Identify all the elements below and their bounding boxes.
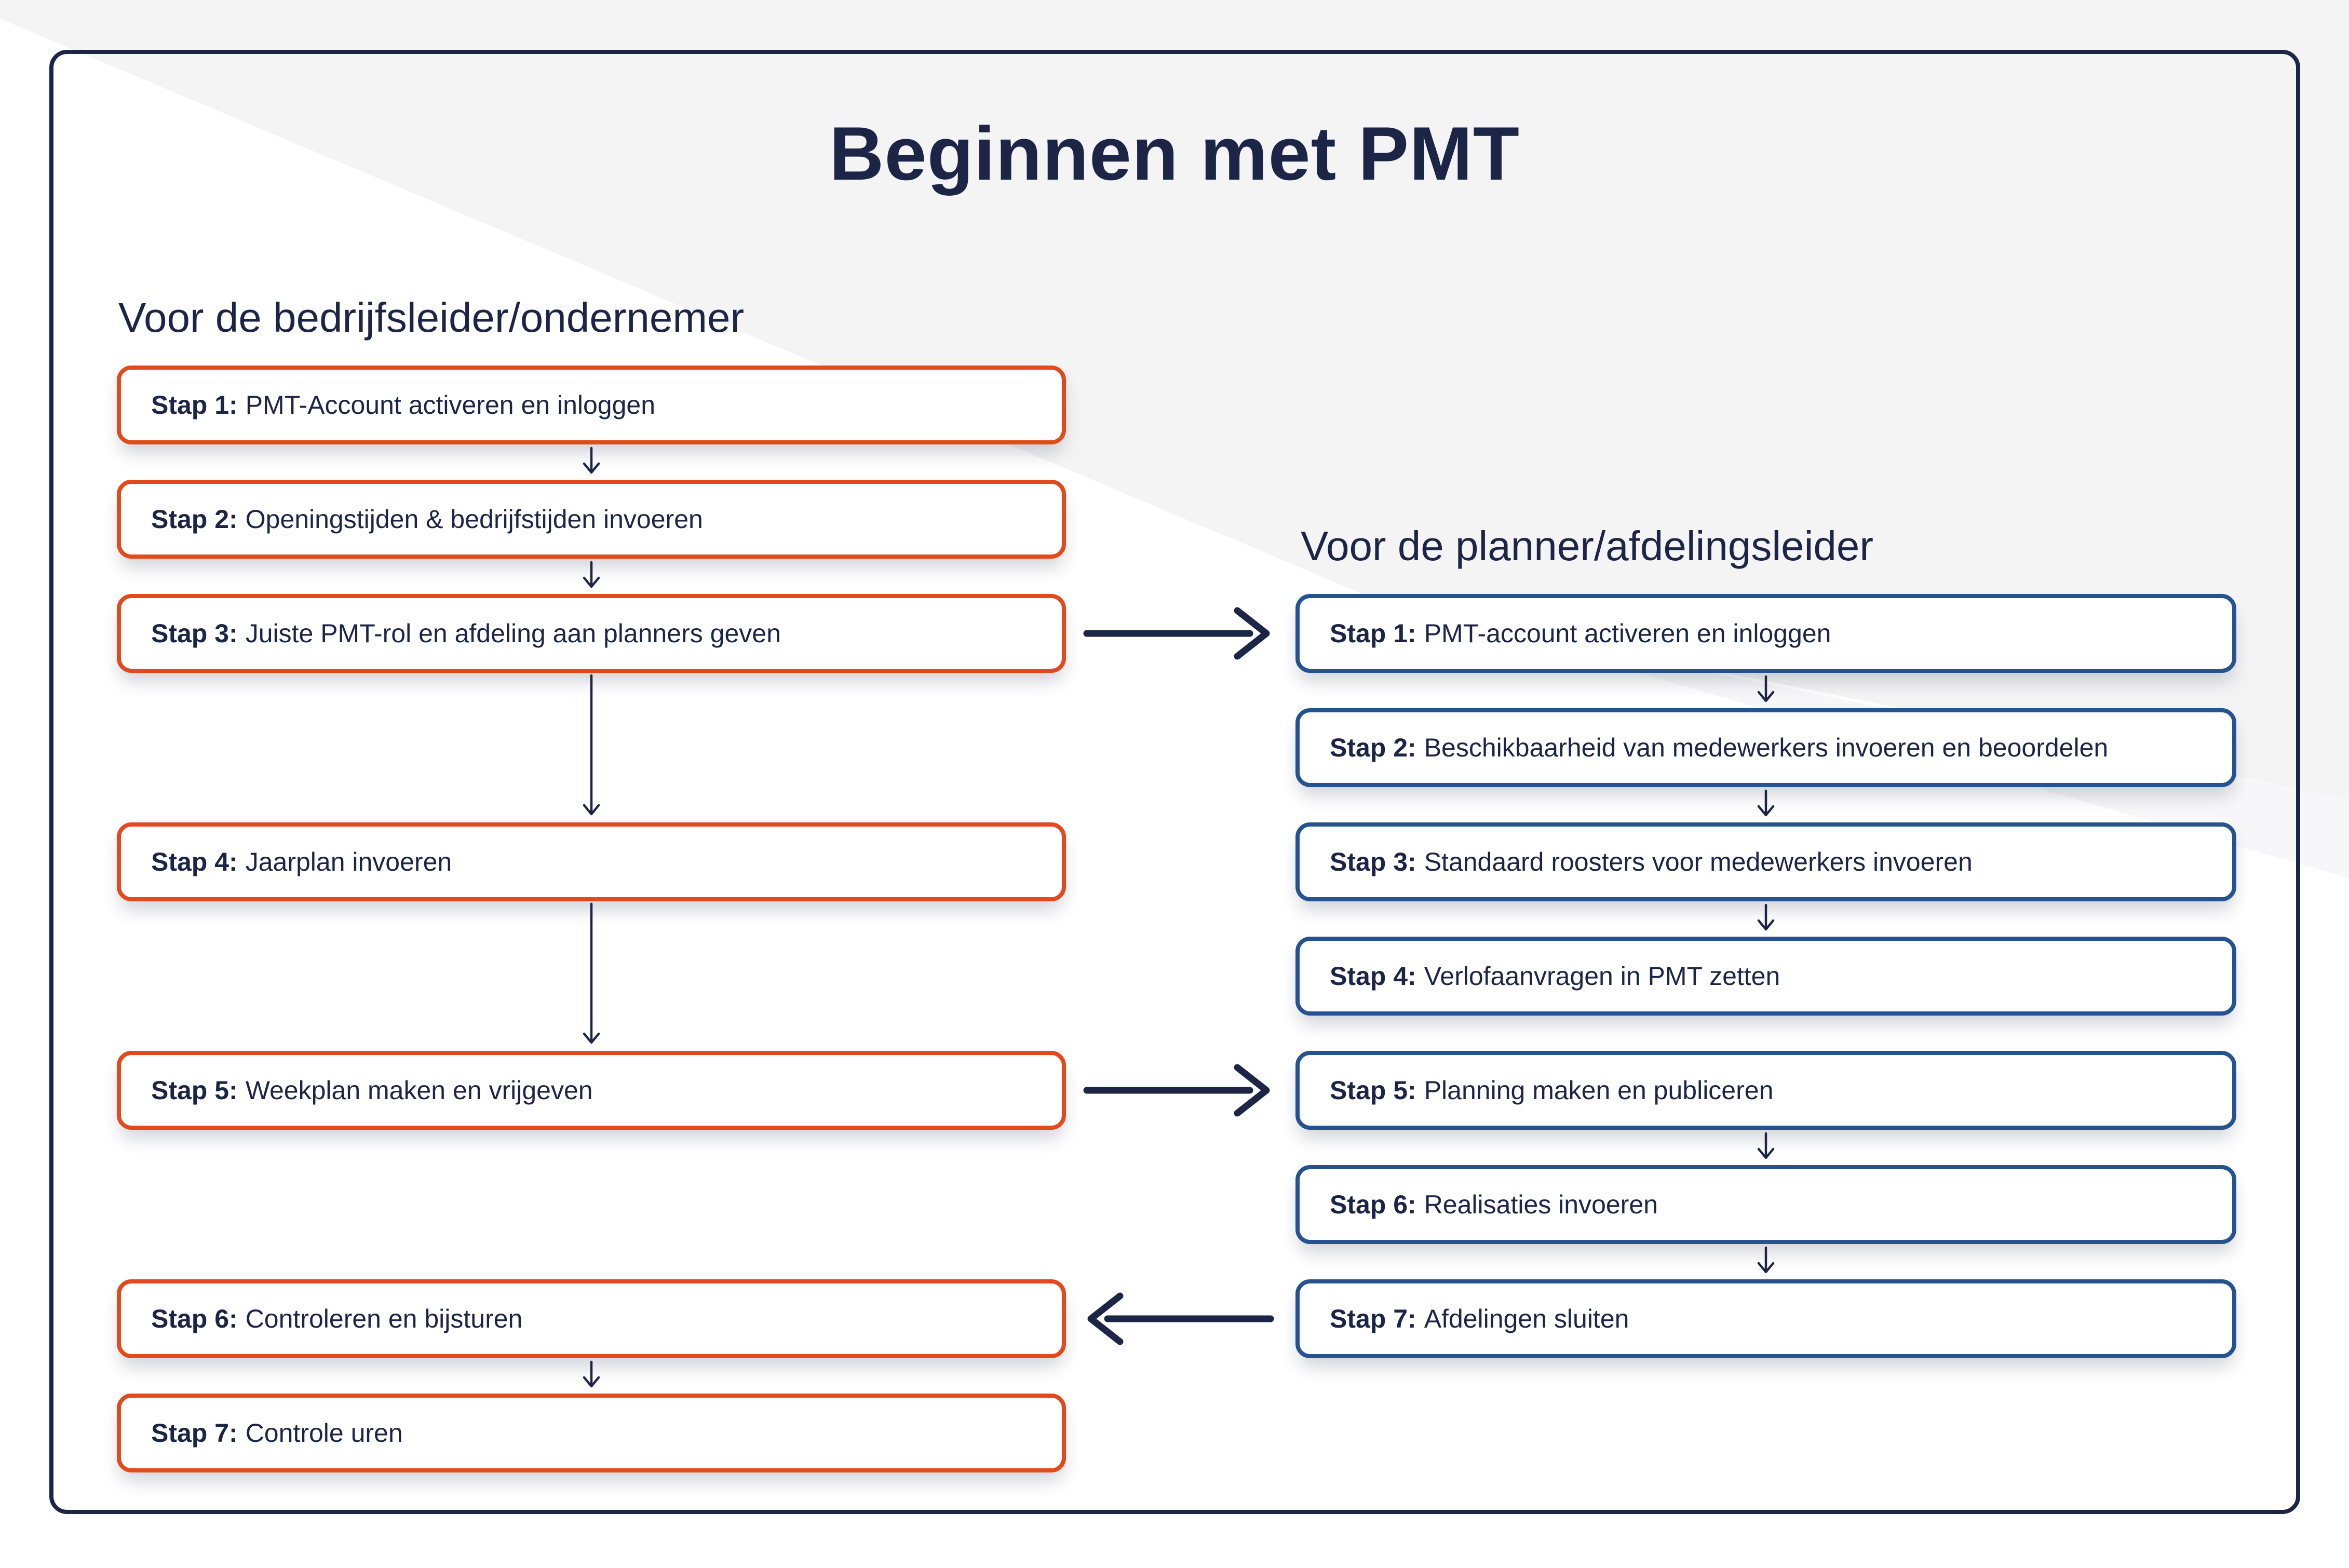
step-text: Afdelingen sluiten — [1424, 1304, 1629, 1333]
left-step-6-box: Stap 6:Controleren en bijsturen — [117, 1279, 1066, 1358]
step-text: Realisaties invoeren — [1424, 1190, 1658, 1219]
arrow-down-icon — [582, 561, 601, 594]
step-prefix: Stap 3: — [1330, 847, 1416, 876]
arrow-down-icon — [1757, 675, 1775, 708]
step-text: PMT-Account activeren en inloggen — [245, 390, 656, 420]
arrow-left-icon — [1083, 1288, 1275, 1350]
step-prefix: Stap 1: — [1330, 619, 1416, 648]
step-prefix: Stap 5: — [1330, 1076, 1416, 1105]
step-prefix: Stap 7: — [1330, 1304, 1416, 1333]
step-text: Verlofaanvragen in PMT zetten — [1424, 962, 1780, 991]
left-step-4-box: Stap 4:Jaarplan invoeren — [117, 822, 1066, 901]
left-step-3-box: Stap 3:Juiste PMT-rol en afdeling aan pl… — [117, 594, 1066, 673]
step-text: Weekplan maken en vrijgeven — [245, 1076, 593, 1105]
arrow-down-icon — [582, 1360, 601, 1394]
step-text: Controle uren — [245, 1418, 403, 1448]
right-step-3-box: Stap 3: Standaard roosters voor medewerke… — [1295, 822, 2236, 901]
arrow-down-long-icon — [582, 674, 601, 821]
step-prefix: Stap 4: — [1330, 962, 1416, 991]
page-title: Beginnen met PMT — [829, 111, 1520, 196]
left-step-1-box: Stap 1:PMT-Account activeren en inloggen — [117, 366, 1066, 444]
step-prefix: Stap 6: — [151, 1304, 238, 1333]
right-step-4-box: Stap 4: Verlofaanvragen in PMT zetten — [1295, 937, 2236, 1016]
step-prefix: Stap 7: — [151, 1418, 238, 1448]
arrow-down-icon — [1757, 903, 1775, 937]
left-step-7-box: Stap 7:Controle uren — [117, 1394, 1066, 1472]
arrow-right-icon — [1083, 602, 1275, 665]
step-text: Planning maken en publiceren — [1424, 1076, 1774, 1105]
step-prefix: Stap 2: — [1330, 733, 1416, 762]
right-step-7-box: Stap 7: Afdelingen sluiten — [1295, 1279, 2236, 1358]
arrow-down-icon — [1757, 1246, 1775, 1279]
left-column-header: Voor de bedrijfsleider/ondernemer — [118, 294, 745, 341]
step-text: Controleren en bijsturen — [245, 1304, 523, 1333]
step-prefix: Stap 6: — [1330, 1190, 1416, 1219]
arrow-down-long-icon — [582, 902, 601, 1050]
arrow-down-icon — [1757, 1132, 1775, 1165]
step-prefix: Stap 2: — [151, 505, 238, 534]
step-prefix: Stap 4: — [151, 847, 238, 876]
step-text: Juiste PMT-rol en afdeling aan planners … — [245, 619, 781, 648]
right-step-1-box: Stap 1: PMT-account activeren en inloggen — [1295, 594, 2236, 673]
step-prefix: Stap 3: — [151, 619, 238, 648]
right-step-2-box: Stap 2: Beschikbaarheid van medewerkers i… — [1295, 708, 2236, 787]
step-text: Beschikbaarheid van medewerkers invoeren… — [1424, 733, 2109, 762]
step-text: PMT-account activeren en inloggen — [1424, 619, 1831, 648]
diagram-frame — [49, 50, 2300, 1514]
right-column-header: Voor de planner/afdelingsleider — [1301, 523, 1874, 569]
step-text: Openingstijden & bedrijfstijden invoeren — [245, 505, 703, 534]
right-step-6-box: Stap 6: Realisaties invoeren — [1295, 1165, 2236, 1244]
arrow-right-icon — [1083, 1059, 1275, 1121]
step-text: Standaard roosters voor medewerkers invo… — [1424, 847, 1973, 876]
step-prefix: Stap 1: — [151, 390, 238, 420]
step-text: Jaarplan invoeren — [245, 847, 452, 876]
right-step-5-box: Stap 5: Planning maken en publiceren — [1295, 1051, 2236, 1130]
left-step-2-box: Stap 2:Openingstijden & bedrijfstijden i… — [117, 480, 1066, 559]
step-prefix: Stap 5: — [151, 1076, 238, 1105]
arrow-down-icon — [582, 447, 601, 480]
left-step-5-box: Stap 5:Weekplan maken en vrijgeven — [117, 1051, 1066, 1130]
arrow-down-icon — [1757, 789, 1775, 822]
